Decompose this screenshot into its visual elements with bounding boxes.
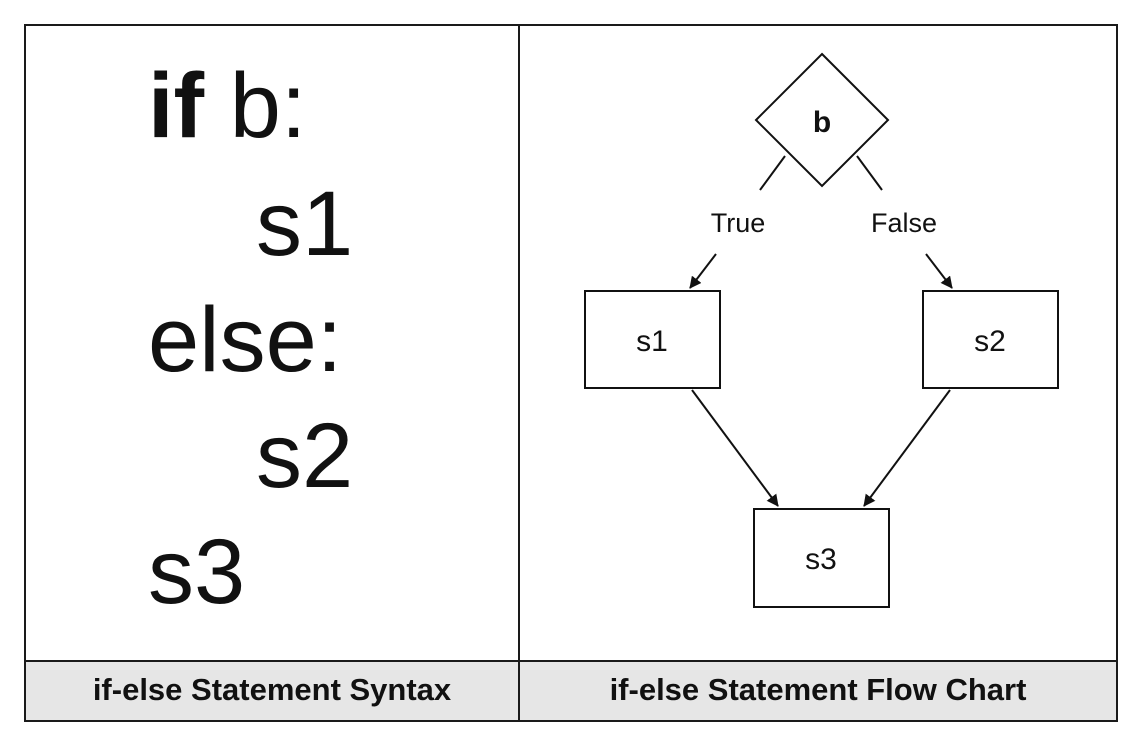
s1-label: s1: [636, 325, 668, 358]
arrow-s1-to-s3: [691, 389, 779, 507]
code-line-s1: s1: [256, 173, 354, 275]
code-line-else: else:: [148, 289, 343, 391]
caption-divider: [518, 660, 520, 720]
caption-bar: [26, 660, 1116, 720]
s2-label: s2: [974, 325, 1006, 358]
arrow-to-s2: [925, 253, 953, 289]
false-edge-label: False: [871, 208, 937, 238]
arrow-s2-to-s3: [863, 389, 951, 507]
arrow-to-s1: [689, 253, 717, 289]
figure-frame: if b: s1 else: s2 s3 b True False s1 s2: [24, 24, 1118, 722]
if-condition: b:: [204, 55, 307, 157]
s1-node: [584, 290, 721, 389]
code-line-s2: s2: [256, 405, 354, 507]
s3-node: [753, 508, 890, 608]
syntax-caption: if-else Statement Syntax: [92, 672, 452, 707]
if-keyword: if: [148, 55, 205, 157]
code-line-s3: s3: [148, 521, 246, 623]
true-edge-stub: [759, 155, 786, 191]
decision-node: [754, 52, 890, 188]
panel-divider: [518, 26, 520, 720]
true-edge-label: True: [711, 208, 766, 238]
false-edge-stub: [856, 155, 883, 191]
flowchart-caption: if-else Statement Flow Chart: [609, 672, 1027, 707]
flowchart-diagram: b True False s1 s2 s3: [584, 52, 1059, 608]
code-line-if: if b:: [148, 60, 307, 152]
s3-label: s3: [805, 543, 837, 576]
decision-label: b: [813, 106, 831, 139]
s2-node: [922, 290, 1059, 389]
